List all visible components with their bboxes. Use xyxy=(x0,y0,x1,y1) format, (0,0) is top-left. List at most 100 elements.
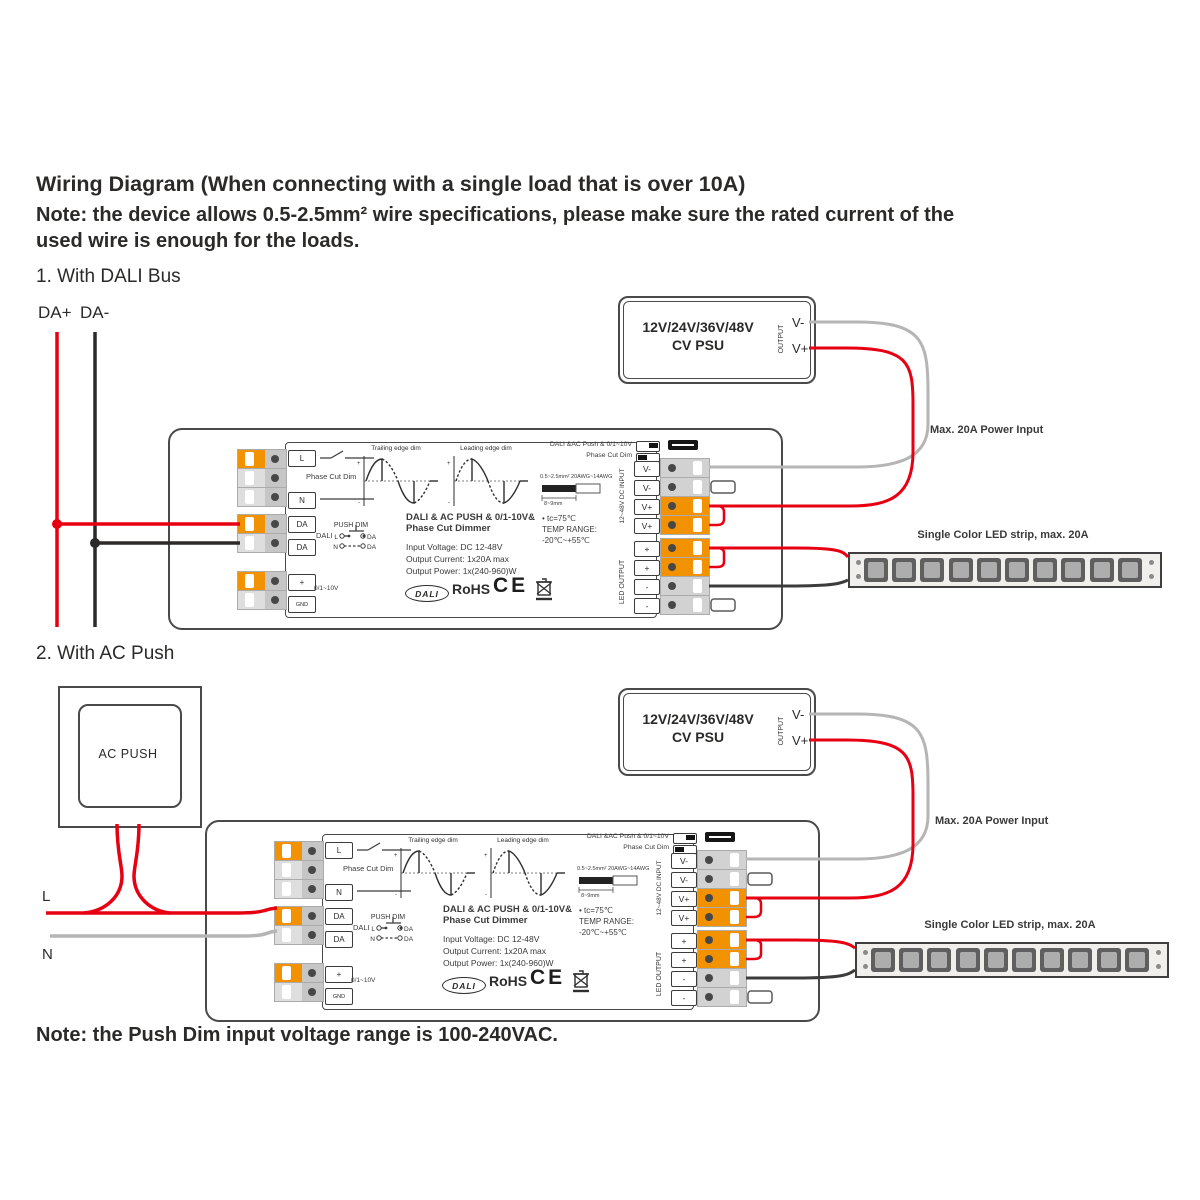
rohs-mark: RoHS xyxy=(452,581,491,597)
temp-range-label: TEMP RANGE: xyxy=(542,525,597,534)
strip-length-text: 8~9mm xyxy=(544,501,563,507)
terminal-label-n: N xyxy=(325,884,353,901)
power-input-note: Max. 20A Power Input xyxy=(935,815,1049,827)
section-2-heading: 2. With AC Push xyxy=(36,643,175,664)
dali-logo: DALI xyxy=(442,977,486,994)
led-chip xyxy=(1117,558,1142,582)
terminal-label-vplus: V+ xyxy=(671,910,697,926)
terminal-label-vplus: V+ xyxy=(671,891,697,907)
strip-hole xyxy=(856,560,861,565)
mains-neutral-label: N xyxy=(42,946,53,963)
phase-cut-dim-label: Phase Cut Dim xyxy=(343,864,394,873)
led-strip-label: Single Color LED strip, max. 20A xyxy=(917,529,1089,541)
psu-voltage-label: 12V/24V/36V/48V xyxy=(642,711,754,727)
wire-terminal xyxy=(661,478,709,496)
led-strip xyxy=(855,942,1169,978)
led-chip xyxy=(1089,558,1114,582)
dimmer-device-section2: + - + - Trailing edge dim Leading edge d… xyxy=(205,820,820,1022)
ce-mark: CE xyxy=(493,574,529,597)
led-chip xyxy=(976,558,1001,582)
terminal-label-da: DA xyxy=(288,516,316,533)
led-chip xyxy=(955,948,980,972)
wire-terminal xyxy=(661,596,709,614)
led-chip xyxy=(899,948,924,972)
dc-input-label: 12~48V DC INPUT xyxy=(656,860,663,916)
terminal-label-plus: + xyxy=(325,966,353,983)
led-chip xyxy=(892,558,917,582)
wire-terminal xyxy=(275,983,323,1001)
mains-live-label: L xyxy=(42,888,51,905)
psu-vminus-terminal: V- xyxy=(792,315,805,330)
temp-range-label: TEMP RANGE: xyxy=(579,917,634,926)
psu-type-label: CV PSU xyxy=(671,729,725,745)
led-chip xyxy=(927,948,952,972)
psu-section1: 12V/24V/36V/48V CV PSU OUTPUT V- V+ xyxy=(618,296,816,384)
slide-switch[interactable] xyxy=(673,833,697,844)
dimmer-device: + - + - Trailing edge dim Leading edge d… xyxy=(205,820,820,1022)
led-chip xyxy=(1061,558,1086,582)
dc-input-label: 12~48V DC INPUT xyxy=(619,468,626,524)
ce-mark: CE xyxy=(530,966,566,989)
terminal-label-vminus: V- xyxy=(634,480,660,496)
terminal-label-gnd: GND xyxy=(325,988,353,1005)
terminal-label-da: DA xyxy=(325,931,353,948)
wire-terminal xyxy=(275,964,323,982)
wire-spec-text: 0.5~2.5mm² 20AWG~14AWG xyxy=(577,866,650,872)
ac-push-inner xyxy=(78,704,182,808)
led-chip xyxy=(920,558,945,582)
dimmer-device-section1: + - + - Trailing edge dim Leading edge d… xyxy=(168,428,783,630)
psu-output-label: OUTPUT xyxy=(778,324,785,354)
push-dim-note: Note: the Push Dim input voltage range i… xyxy=(36,1024,558,1046)
wire-terminal xyxy=(661,577,709,595)
wire-terminal xyxy=(238,534,286,552)
wire-terminal xyxy=(698,969,746,987)
input-voltage-spec: Input Voltage: DC 12-48V xyxy=(443,934,540,944)
terminal-label-minus: - xyxy=(634,579,660,595)
wire-terminal xyxy=(275,926,323,944)
slide-switch[interactable] xyxy=(636,441,660,452)
wire-junction-dot xyxy=(52,519,62,529)
output-power-spec: Output Power: 1x(240-960)W xyxy=(406,566,517,576)
terminal-label-l: L xyxy=(288,450,316,467)
led-output-label: LED OUTPUT xyxy=(619,559,626,605)
psu-section2: 12V/24V/36V/48V CV PSU OUTPUT V- V+ xyxy=(618,688,816,776)
psu-vminus-terminal: V- xyxy=(792,707,805,722)
wire-terminal xyxy=(698,908,746,926)
strip-hole xyxy=(863,950,868,955)
power-input-note: Max. 20A Power Input xyxy=(930,424,1044,436)
wire-terminal xyxy=(238,450,286,468)
wire-terminal xyxy=(661,539,709,557)
psu-voltage-label: 12V/24V/36V/48V xyxy=(642,319,754,335)
temp-range-value: -20℃~+55℃ xyxy=(542,536,590,545)
terminal-label-vminus: V- xyxy=(671,853,697,869)
led-chip xyxy=(983,948,1008,972)
output-current-spec: Output Current: 1x20A max xyxy=(443,946,546,956)
terminal-label-minus: - xyxy=(671,990,697,1006)
wire-terminal xyxy=(275,907,323,925)
wire-spec-note-line1: Note: the device allows 0.5-2.5mm² wire … xyxy=(36,204,955,226)
terminal-label-l: L xyxy=(325,842,353,859)
terminal-label-n: N xyxy=(288,492,316,509)
page-title: Wiring Diagram (When connecting with a s… xyxy=(36,172,746,196)
zero-ten-volt-label: 0/1~10V xyxy=(351,977,376,984)
terminal-label-da: DA xyxy=(325,908,353,925)
wire-terminal xyxy=(698,851,746,869)
strip-hole xyxy=(1156,964,1161,969)
led-chip xyxy=(948,558,973,582)
terminal-label-gnd: GND xyxy=(288,596,316,613)
led-chip xyxy=(864,558,888,582)
dimmer-device: + - + - Trailing edge dim Leading edge d… xyxy=(168,428,783,630)
ac-push-button[interactable]: AC PUSH xyxy=(58,686,202,828)
terminal-label-plus: + xyxy=(288,574,316,591)
led-chip xyxy=(1005,558,1029,582)
terminal-label-vminus: V- xyxy=(671,872,697,888)
strip-length-text: 8~9mm xyxy=(581,893,600,899)
jumper-connector xyxy=(705,832,735,842)
strip-hole xyxy=(1149,560,1154,565)
input-voltage-spec: Input Voltage: DC 12-48V xyxy=(406,542,503,552)
ac-push-label: AC PUSH xyxy=(98,747,158,761)
led-chip xyxy=(1040,948,1065,972)
led-chip xyxy=(1068,948,1093,972)
wire-terminal xyxy=(698,870,746,888)
dali-bus-plus-label: DA+ xyxy=(38,303,72,322)
